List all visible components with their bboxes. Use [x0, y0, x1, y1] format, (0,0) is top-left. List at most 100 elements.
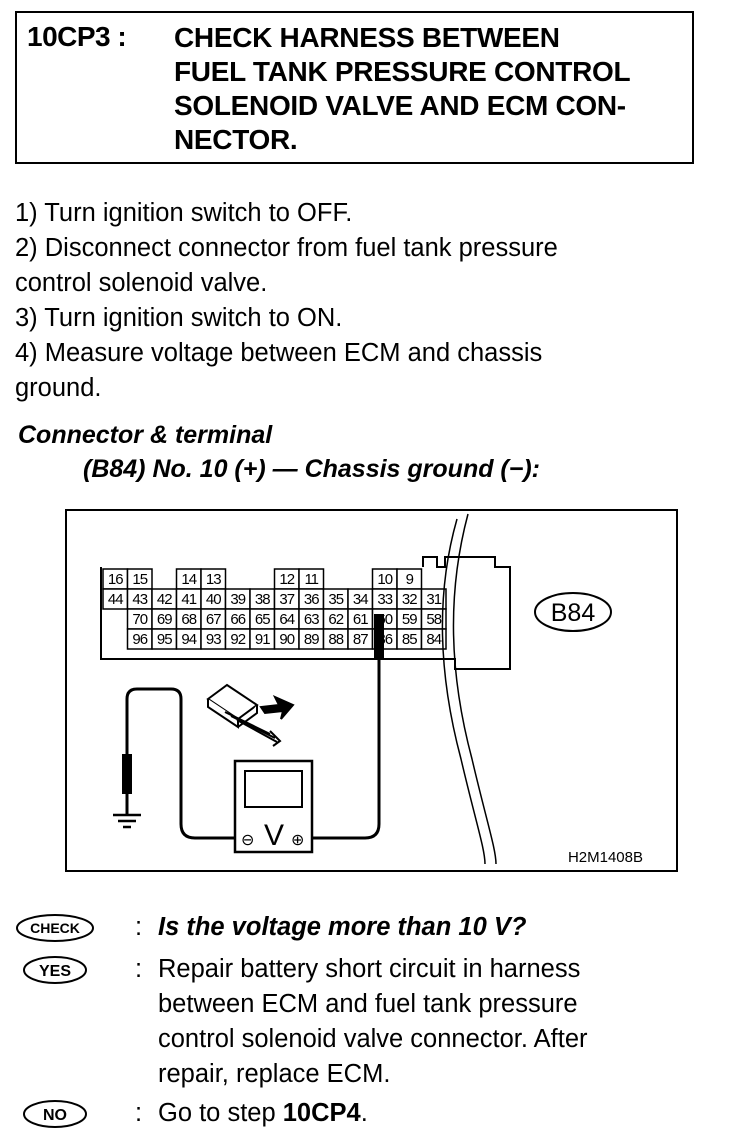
pin-number: 91: [255, 631, 270, 648]
pin-number: 35: [328, 591, 343, 608]
voltmeter: ⊖ V ⊕: [233, 759, 314, 854]
pin-number: 33: [377, 591, 392, 608]
pin-number: 11: [304, 571, 318, 588]
no-answer-prefix: Go to step: [158, 1099, 283, 1127]
no-answer: Go to step 10CP4.: [158, 1096, 700, 1131]
step-title-line: CHECK HARNESS BETWEEN: [174, 22, 560, 53]
pin-number: 42: [157, 591, 172, 608]
break-line: [452, 513, 497, 865]
pin-number: 61: [353, 611, 368, 628]
break-line: [441, 518, 486, 865]
pin-number: 90: [279, 631, 294, 648]
question-text: Is the voltage more than 10 V?: [158, 913, 527, 941]
step-line: ground.: [15, 374, 102, 402]
pin-number: 10: [377, 571, 392, 588]
meter-plus-icon: ⊕: [291, 830, 304, 849]
step-line: control solenoid valve.: [15, 269, 268, 297]
pin-number: 88: [328, 631, 343, 648]
pin-number: 39: [230, 591, 245, 608]
measurement-diagram: 16 15 14 13 12 11 10 9 44 43 42 41 40 39 38 37 36 35 34 33 3…: [65, 509, 678, 872]
meter-minus-icon: ⊖: [241, 830, 254, 849]
ground-symbol-icon: [113, 813, 141, 829]
pin-number: 63: [304, 611, 319, 628]
no-answer-suffix: .: [360, 1099, 368, 1127]
pin-number: 43: [132, 591, 147, 608]
step-line: 2) Disconnect connector from fuel tank p…: [15, 231, 700, 266]
pin-number: 16: [108, 571, 123, 588]
procedure-steps: 1) Turn ignition switch to OFF. 2) Disco…: [15, 196, 700, 406]
pin-number: 32: [402, 591, 417, 608]
pin-number: 96: [132, 631, 147, 648]
connector-spec: (B84) No. 10 (+) — Chassis ground (−):: [83, 455, 541, 483]
yes-badge-shape: YES: [23, 956, 87, 984]
pin-number: 95: [157, 631, 172, 648]
colon: :: [135, 913, 143, 941]
no-answer-step: 10CP4: [282, 1099, 361, 1127]
pin-number: 36: [304, 591, 319, 608]
meter-v-label: V: [264, 819, 284, 852]
step-code: 10CP3 :: [27, 21, 127, 52]
pin-number: 12: [279, 571, 294, 588]
pin-number: 62: [328, 611, 343, 628]
step-line: 4) Measure voltage between ECM and chass…: [15, 339, 543, 367]
pin-number: 58: [426, 611, 441, 628]
pin-number: 9: [406, 571, 414, 588]
step-line: 1) Turn ignition switch to OFF.: [15, 199, 353, 227]
no-badge-text: NO: [43, 1107, 67, 1124]
pin-number: 64: [279, 611, 294, 628]
pin-grid: 16 15 14 13 12 11 10 9 44 43 42 41 40 39 38 37 36 35 34 33 3…: [102, 568, 447, 650]
pin-number: 93: [206, 631, 221, 648]
pin-number: 34: [353, 591, 368, 608]
colon: :: [135, 955, 143, 983]
connector-label-text: B84: [551, 599, 596, 627]
step-line: 3) Turn ignition switch to ON.: [15, 304, 343, 332]
ground-clip: [122, 754, 132, 794]
pin-number: 38: [255, 591, 270, 608]
step-header-box: 10CP3 : CHECK HARNESS BETWEEN FUEL TANK …: [15, 11, 694, 164]
pin-number: 15: [132, 571, 147, 588]
answer-line: between ECM and fuel tank pressure: [158, 990, 578, 1018]
answer-line: Repair battery short circuit in harness: [158, 955, 581, 983]
pin-number: 94: [181, 631, 196, 648]
check-badge-text: CHECK: [30, 920, 80, 936]
pin-number: 65: [255, 611, 270, 628]
pin-number: 44: [108, 591, 123, 608]
pin-number: 67: [206, 611, 221, 628]
pin-number: 37: [279, 591, 294, 608]
pin-number: 84: [426, 631, 441, 648]
pin-number: 89: [304, 631, 319, 648]
pin-number: 59: [402, 611, 417, 628]
step-title-line: NECTOR.: [174, 124, 298, 155]
step-title: CHECK HARNESS BETWEEN FUEL TANK PRESSURE…: [174, 21, 694, 157]
connector-heading: Connector & terminal: [18, 421, 273, 449]
pin-number: 92: [230, 631, 245, 648]
negative-lead: [125, 687, 235, 840]
step-title-line: SOLENOID VALVE AND ECM CON-: [174, 90, 626, 121]
pin-cell: [420, 628, 447, 650]
answer-line: control solenoid valve connector. After: [158, 1025, 588, 1053]
solenoid-connector-icon: [206, 683, 295, 747]
pin-number: 70: [132, 611, 147, 628]
pin-number: 13: [206, 571, 221, 588]
pin-number: 68: [181, 611, 196, 628]
pin-number: 40: [206, 591, 221, 608]
colon: :: [135, 1099, 143, 1127]
no-badge: NO: [15, 1099, 95, 1129]
pin-number: 85: [402, 631, 417, 648]
no-badge-shape: NO: [23, 1100, 87, 1128]
yes-answer: Repair battery short circuit in harness …: [158, 952, 700, 1092]
pin-number: 69: [157, 611, 172, 628]
step-title-line: FUEL TANK PRESSURE CONTROL: [174, 56, 631, 87]
pin-number: 31: [426, 591, 441, 608]
positive-lead: [312, 659, 381, 840]
pin-number: 14: [181, 571, 196, 588]
figure-code: H2M1408B: [568, 849, 643, 866]
check-badge-shape: CHECK: [16, 914, 94, 942]
yes-badge-text: YES: [39, 963, 71, 980]
pin-number: 66: [230, 611, 245, 628]
pin-number: 41: [181, 591, 196, 608]
check-badge: CHECK: [15, 913, 95, 943]
pin-number: 87: [353, 631, 368, 648]
connector-label-b84: B84: [534, 592, 612, 632]
answer-line: repair, replace ECM.: [158, 1060, 391, 1088]
